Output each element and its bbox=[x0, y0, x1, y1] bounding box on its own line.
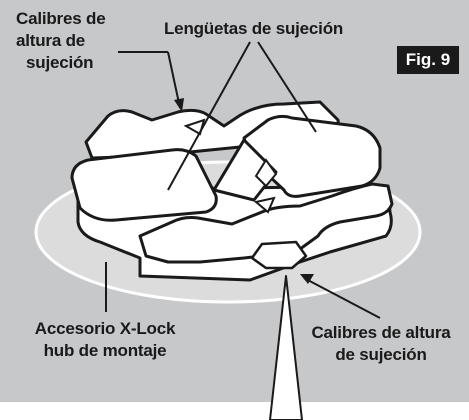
label-top-left-line2: altura de bbox=[16, 31, 86, 50]
tool-wedge bbox=[269, 275, 303, 420]
label-top-left-line1: Calibres de bbox=[16, 9, 106, 28]
figure-number-badge: Fig. 9 bbox=[397, 46, 459, 74]
label-bottom-right-line1: Calibres de altura bbox=[311, 323, 451, 342]
leader-top-left-arrow bbox=[167, 51, 181, 109]
arrowhead-top-left bbox=[174, 98, 184, 112]
leader-tabs-right bbox=[257, 41, 317, 133]
front-alignment-marker bbox=[253, 196, 276, 214]
front-rail bbox=[138, 182, 394, 264]
label-bottom-left-line1: Accesorio X-Lock bbox=[34, 319, 176, 338]
left-clamping-tab bbox=[70, 148, 218, 222]
center-wedge bbox=[212, 138, 278, 202]
label-bottom-left-line2: hub de montaje bbox=[43, 341, 167, 360]
label-top-center: Lengüetas de sujeción bbox=[164, 19, 344, 38]
right-clamping-tab bbox=[242, 114, 382, 198]
front-height-gauge bbox=[250, 240, 308, 270]
label-top-left-line3: sujeción bbox=[26, 53, 94, 72]
label-bottom-right-line2: de sujeción bbox=[335, 345, 427, 364]
leader-bottom-right bbox=[303, 277, 381, 319]
center-diamond bbox=[254, 158, 278, 188]
leader-tabs-left bbox=[167, 41, 251, 191]
arrowhead-bottom-right bbox=[300, 274, 314, 284]
